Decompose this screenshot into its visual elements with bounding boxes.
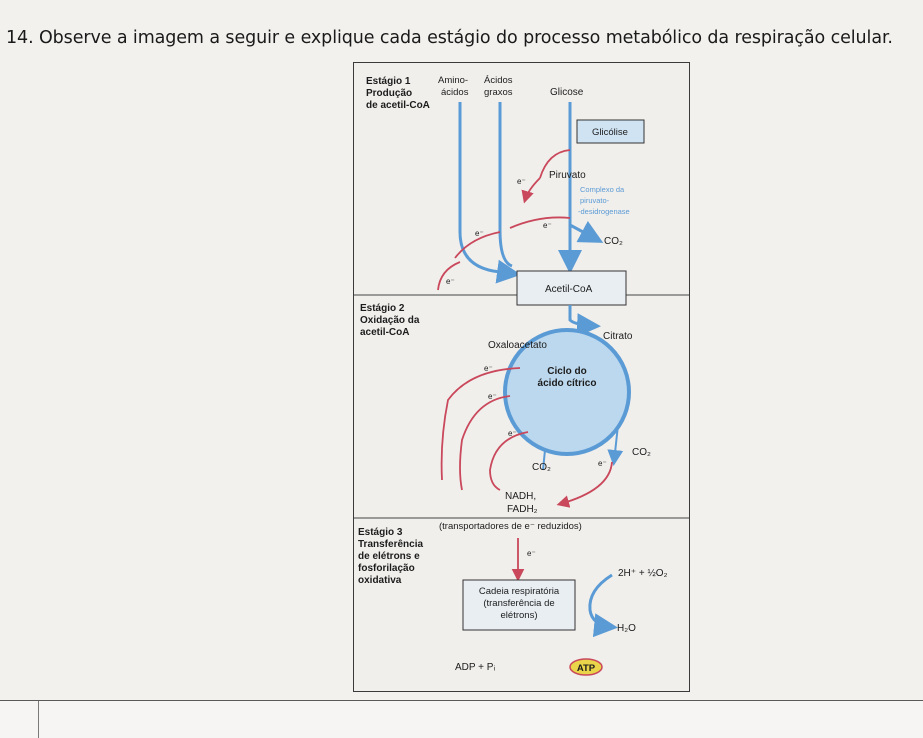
citric-acid-cycle [503, 328, 631, 456]
acetylcoa-to-citrate-arrow [568, 305, 601, 338]
electron-line-glycolysis [539, 149, 571, 179]
complex-label-1: Complexo da [580, 185, 625, 194]
electron-label-7: e⁻ [508, 429, 517, 438]
adp-label: ADP + Pᵢ [455, 662, 495, 673]
fadh2-label: FADH₂ [507, 504, 538, 515]
amino-label-1: Amino- [438, 75, 468, 86]
stage2-line3: acetil-CoA [360, 327, 409, 338]
pyruvate-label: Piruvato [549, 170, 586, 181]
fatty-acid-label-2: graxos [484, 87, 513, 98]
glycolysis-label: Glicólise [592, 127, 628, 138]
electron-arrow-pyruvate [521, 177, 541, 204]
amino-label-2: ácidos [441, 87, 469, 98]
stage2-line2: Oxidação da [360, 315, 420, 326]
complex-label-3: -desidrogenase [578, 207, 630, 216]
electron-line-cycle-1 [440, 367, 521, 481]
chain-label-2: (transferência de [483, 598, 554, 609]
electron-line-complex [509, 216, 571, 229]
electron-label-3: e⁻ [475, 229, 484, 238]
complex-label-2: piruvato- [580, 196, 610, 205]
stage3-line2: Transferência [358, 539, 423, 550]
co2-arrow-cycle-2 [542, 449, 546, 471]
acetylcoa-label: Acetil-CoA [545, 284, 593, 295]
electron-line-cycle-3 [489, 431, 529, 491]
oxygen-label: 2H⁺ + ½O₂ [618, 568, 668, 579]
chain-label-3: elétrons) [501, 610, 538, 621]
glycolysis-box [576, 119, 645, 144]
atp-label: ATP [577, 663, 596, 674]
glucose-label: Glicose [550, 87, 584, 98]
electron-line-fatty [454, 231, 501, 259]
stage1-title: Estágio 1 [366, 76, 411, 87]
electron-label-1: e⁻ [517, 177, 526, 186]
stage1-line2: Produção [366, 88, 412, 99]
stage1-line3: de acetil-CoA [366, 100, 430, 111]
chain-label-1: Cadeia respiratória [479, 586, 560, 597]
electron-line-amino [437, 261, 461, 291]
respiratory-chain-box [462, 579, 576, 631]
reduced-carriers-label: (transportadores de e⁻ reduzidos) [439, 521, 582, 532]
co2-label-cycle-2: CO₂ [532, 462, 551, 473]
atp-badge [569, 658, 603, 676]
oxaloacetate-label: Oxaloacetato [488, 340, 547, 351]
electron-label-2: e⁻ [543, 221, 552, 230]
question-text: 14. Observe a imagem a seguir e explique… [6, 28, 893, 48]
cycle-label-1: Ciclo do [547, 366, 586, 377]
stage3-line3: de elétrons e [358, 551, 420, 562]
oxygen-to-water-arrow [588, 573, 618, 638]
citrate-label: Citrato [603, 331, 633, 342]
co2-arrow-cycle-1 [607, 424, 624, 466]
answer-area-inner [38, 701, 923, 738]
co2-label-stage1: CO₂ [604, 236, 623, 247]
electron-label-6: e⁻ [488, 392, 497, 401]
electron-label-9: e⁻ [527, 549, 536, 558]
nadh-label: NADH, [505, 491, 536, 502]
stage3-line5: oxidativa [358, 575, 402, 586]
electron-label-4: e⁻ [446, 277, 455, 286]
stage3-line4: fosforilação [358, 563, 415, 574]
fatty-acid-label-1: Ácidos [484, 75, 513, 86]
co2-label-cycle-1: CO₂ [632, 447, 651, 458]
electron-label-5: e⁻ [484, 364, 493, 373]
electron-label-8: e⁻ [598, 459, 607, 468]
fatty-acid-arrow [498, 102, 513, 268]
stage2-title: Estágio 2 [360, 303, 405, 314]
water-label: H₂O [617, 623, 636, 634]
stage3-title: Estágio 3 [358, 527, 403, 538]
co2-arrow-stage1 [569, 220, 604, 243]
electron-line-cycle-4 [556, 461, 613, 508]
amino-acid-arrow [458, 102, 521, 284]
cycle-label-2: ácido cítrico [538, 378, 597, 389]
electron-line-cycle-2 [459, 395, 511, 491]
answer-area[interactable] [0, 700, 923, 738]
